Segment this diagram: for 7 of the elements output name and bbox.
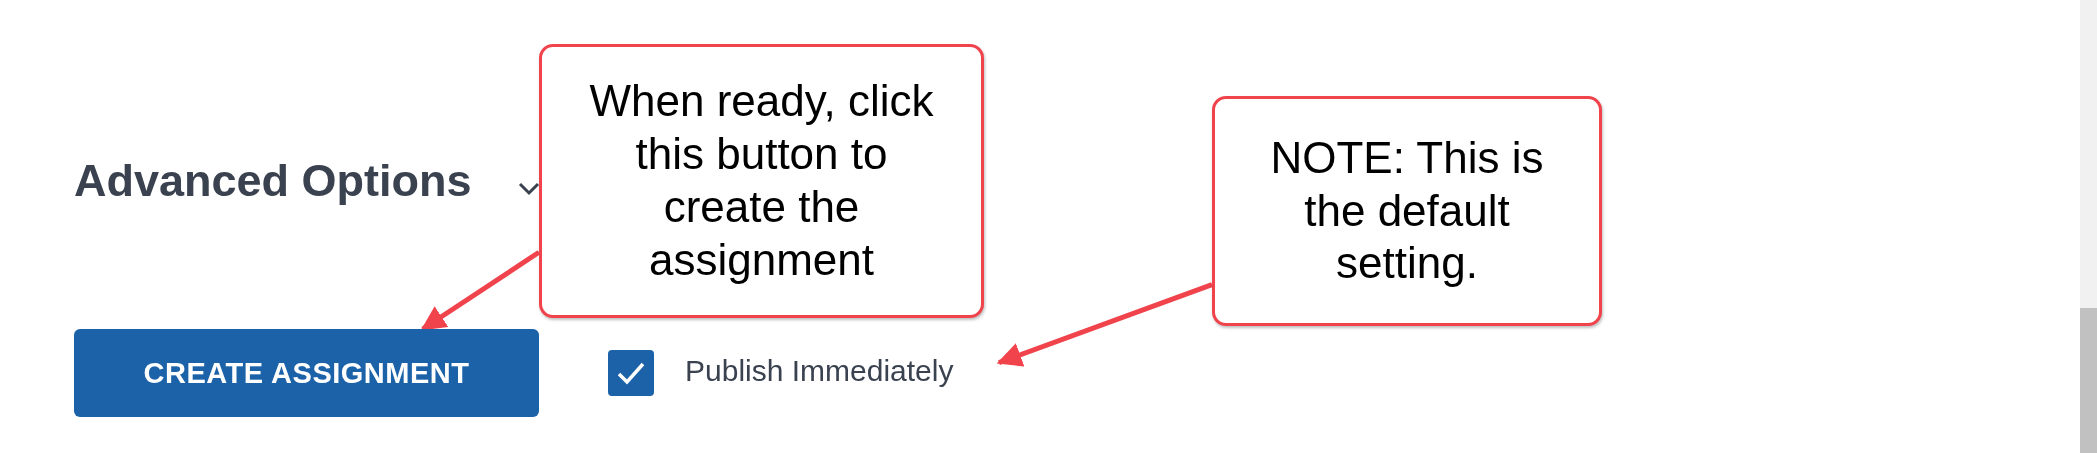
submit-button: CREATE ASSIGNMENT [74, 329, 539, 417]
leader-arrow [996, 282, 1213, 367]
section-heading: Advanced Options [74, 155, 472, 207]
checkbox-label: Publish Immediately [685, 350, 999, 392]
callout-box: NOTE: This is the default setting. [1212, 96, 1602, 326]
callout-box: When ready, click this button to create the assignment [539, 44, 984, 318]
leader-arrow [420, 250, 541, 332]
